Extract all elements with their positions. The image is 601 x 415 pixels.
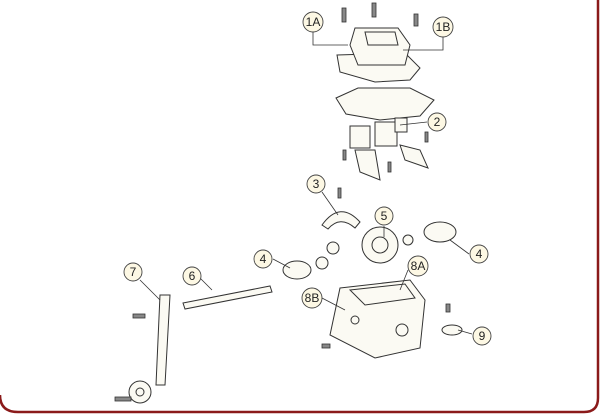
callout-label: 8A <box>411 259 426 273</box>
callout-label: 4 <box>260 252 267 266</box>
callout-4-right: 4 <box>469 244 489 264</box>
leader-lines <box>139 32 473 335</box>
bearing-4-right <box>423 221 457 243</box>
callout-label: 6 <box>189 269 196 283</box>
callout-label: 4 <box>476 247 483 261</box>
callout-label: 1B <box>436 20 451 34</box>
top-cover <box>336 2 421 83</box>
callout-1a: 1A <box>302 11 324 33</box>
shaft-6 <box>182 285 273 310</box>
callout-label: 5 <box>381 209 388 223</box>
callout-4-left: 4 <box>253 249 273 269</box>
gear-5 <box>326 226 414 264</box>
callout-label: 3 <box>313 177 320 191</box>
callout-label: 2 <box>434 115 441 129</box>
callout-6: 6 <box>182 266 202 286</box>
callout-label: 1A <box>306 15 321 29</box>
callout-5: 5 <box>374 206 394 226</box>
callout-2: 2 <box>427 112 447 132</box>
callout-label: 9 <box>479 329 486 343</box>
callout-1b: 1B <box>432 16 454 38</box>
switch-assembly <box>342 117 429 181</box>
callout-3: 3 <box>306 174 326 194</box>
bearing-4-left <box>282 260 312 280</box>
callout-label: 8B <box>305 291 320 305</box>
cap-9 <box>441 324 463 336</box>
bracket-3 <box>321 211 361 230</box>
callout-8b: 8B <box>301 287 323 309</box>
callout-7: 7 <box>123 262 143 282</box>
arm-7 <box>114 294 171 404</box>
callout-label: 7 <box>130 265 137 279</box>
callout-8a: 8A <box>407 255 429 277</box>
gasket <box>335 87 435 121</box>
housing-8 <box>329 279 426 359</box>
callout-9: 9 <box>472 326 492 346</box>
